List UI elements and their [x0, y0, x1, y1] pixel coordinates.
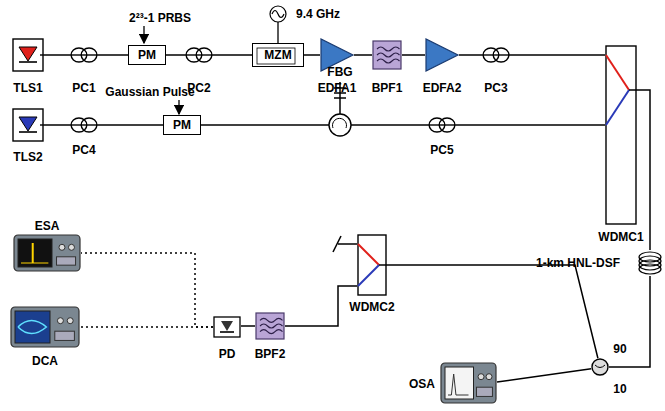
component-label: TLS1 [13, 81, 42, 95]
component-icon [13, 234, 81, 272]
optical-fiber [497, 369, 591, 382]
component-icon [440, 362, 497, 404]
process-box: PM [163, 115, 201, 135]
component-icon [255, 312, 285, 340]
optical-fiber [356, 124, 428, 126]
component-icon [638, 250, 662, 276]
component-icon [306, 80, 356, 138]
wdm1-component: WDMC1 [605, 45, 637, 225]
component-icon [591, 358, 609, 376]
component-label: BPF1 [372, 81, 403, 95]
component-label: BPF2 [255, 347, 286, 361]
optical-fiber [354, 54, 372, 56]
component-label: DCA [32, 354, 58, 368]
component-label: MZM [253, 44, 303, 66]
process-box: MZM [252, 43, 304, 67]
component-label: 90 [613, 342, 626, 356]
component-icon [605, 45, 637, 225]
optical-fiber [459, 54, 482, 56]
spool-component: 1-km HNL-DSF [638, 250, 662, 276]
optical-fiber [402, 54, 425, 56]
coil-component: PC5 [428, 117, 456, 133]
component-label: WDMC2 [349, 300, 394, 314]
component-label: PD [219, 347, 236, 361]
component-icon [12, 108, 44, 142]
component-icon [12, 38, 44, 72]
electrical-link [80, 326, 213, 328]
component-icon [482, 47, 510, 63]
component-icon [70, 47, 98, 63]
pd-component: PD [213, 316, 241, 338]
fbg-component: FBG [306, 80, 356, 138]
component-label: PM [164, 116, 200, 134]
optical-fiber [213, 54, 252, 56]
pulse-arrow [178, 100, 179, 114]
component-label: 1-km HNL-DSF [536, 256, 620, 270]
component-label: PC5 [430, 143, 453, 157]
component-label: PC3 [484, 81, 507, 95]
optical-fiber [241, 325, 255, 327]
signal-label: 9.4 GHz [296, 7, 340, 21]
component-icon [70, 117, 98, 133]
component-icon [213, 316, 241, 338]
prbs-arrow [143, 26, 144, 43]
optical-fiber [609, 276, 650, 367]
coil-component: PC3 [482, 47, 510, 63]
optical-fiber [285, 286, 357, 326]
optical-fiber [387, 265, 598, 358]
bpf-component: BPF1 [372, 40, 402, 70]
component-label: ESA [35, 219, 60, 233]
osa-component: OSA [440, 362, 497, 404]
optical-fiber [637, 90, 650, 250]
process-box: PM [128, 45, 166, 65]
coil-component: PC1 [70, 47, 98, 63]
component-label: PC1 [72, 81, 95, 95]
component-label: WDMC1 [598, 230, 643, 244]
component-label: PM [129, 46, 165, 64]
bpf-component: BPF2 [255, 312, 285, 340]
optical-fiber [98, 54, 128, 56]
tlsB-component: TLS2 [12, 108, 44, 142]
optical-fiber [98, 124, 163, 126]
component-label: PC4 [72, 143, 95, 157]
optical-fiber [201, 124, 306, 126]
rf-source [270, 6, 286, 22]
component-label: 10 [613, 382, 626, 396]
esa-component: ESA [13, 234, 81, 272]
coil-component: PC2 [185, 47, 213, 63]
optical-fiber [456, 124, 605, 126]
component-label: EDFA2 [423, 81, 462, 95]
termination-wire [338, 243, 357, 245]
coil-component: PC4 [70, 117, 98, 133]
component-label: OSA [409, 377, 435, 391]
optical-fiber [304, 54, 320, 56]
termination-mark [333, 236, 341, 252]
component-label: FBG [327, 65, 352, 79]
wdm2-component: WDMC2 [357, 234, 387, 296]
electrical-link [81, 253, 213, 327]
optical-fiber [510, 54, 605, 56]
component-icon [185, 47, 213, 63]
optical-fiber [44, 54, 70, 56]
tri-component: EDFA2 [425, 38, 459, 72]
signal-label: 2²³-1 PRBS [129, 11, 191, 25]
component-icon [372, 40, 402, 70]
optical-fiber [166, 54, 185, 56]
coupler-component: 9010 [591, 358, 609, 376]
component-label: TLS2 [13, 150, 42, 164]
signal-label: Gaussian Pulse [105, 85, 194, 99]
optical-fiber [44, 124, 70, 126]
component-icon [10, 306, 80, 348]
rf-wire [277, 22, 278, 43]
component-icon [357, 234, 387, 296]
component-icon [425, 38, 459, 72]
component-icon [428, 117, 456, 133]
tlsR-component: TLS1 [12, 38, 44, 72]
sine-symbol [272, 11, 284, 18]
dca-component: DCA [10, 306, 80, 348]
